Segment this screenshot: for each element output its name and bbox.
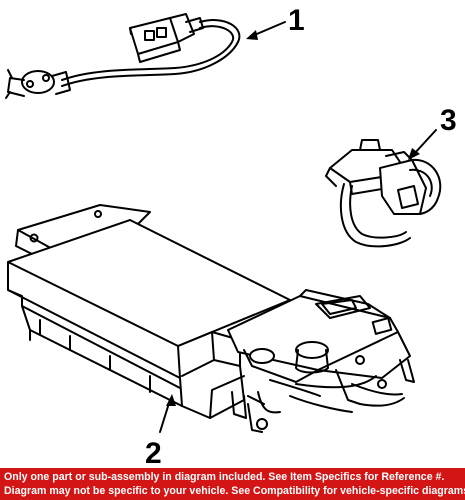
disclaimer-line-2: Diagram may not be specific to your vehi… [4,485,465,497]
purge-valve-part [325,139,442,248]
oxygen-sensor-part [5,13,241,99]
callout-2: 2 [145,437,162,468]
disclaimer-banner: Only one part or sub-assembly in diagram… [0,468,465,500]
callout-3: 3 [440,104,457,137]
callout-1: 1 [288,4,305,37]
vapor-canister-part [7,204,415,433]
disclaimer-line-1: Only one part or sub-assembly in diagram… [4,471,445,483]
leader-arrowheads [166,30,420,406]
parts-diagram: 1 3 2 [5,4,457,468]
